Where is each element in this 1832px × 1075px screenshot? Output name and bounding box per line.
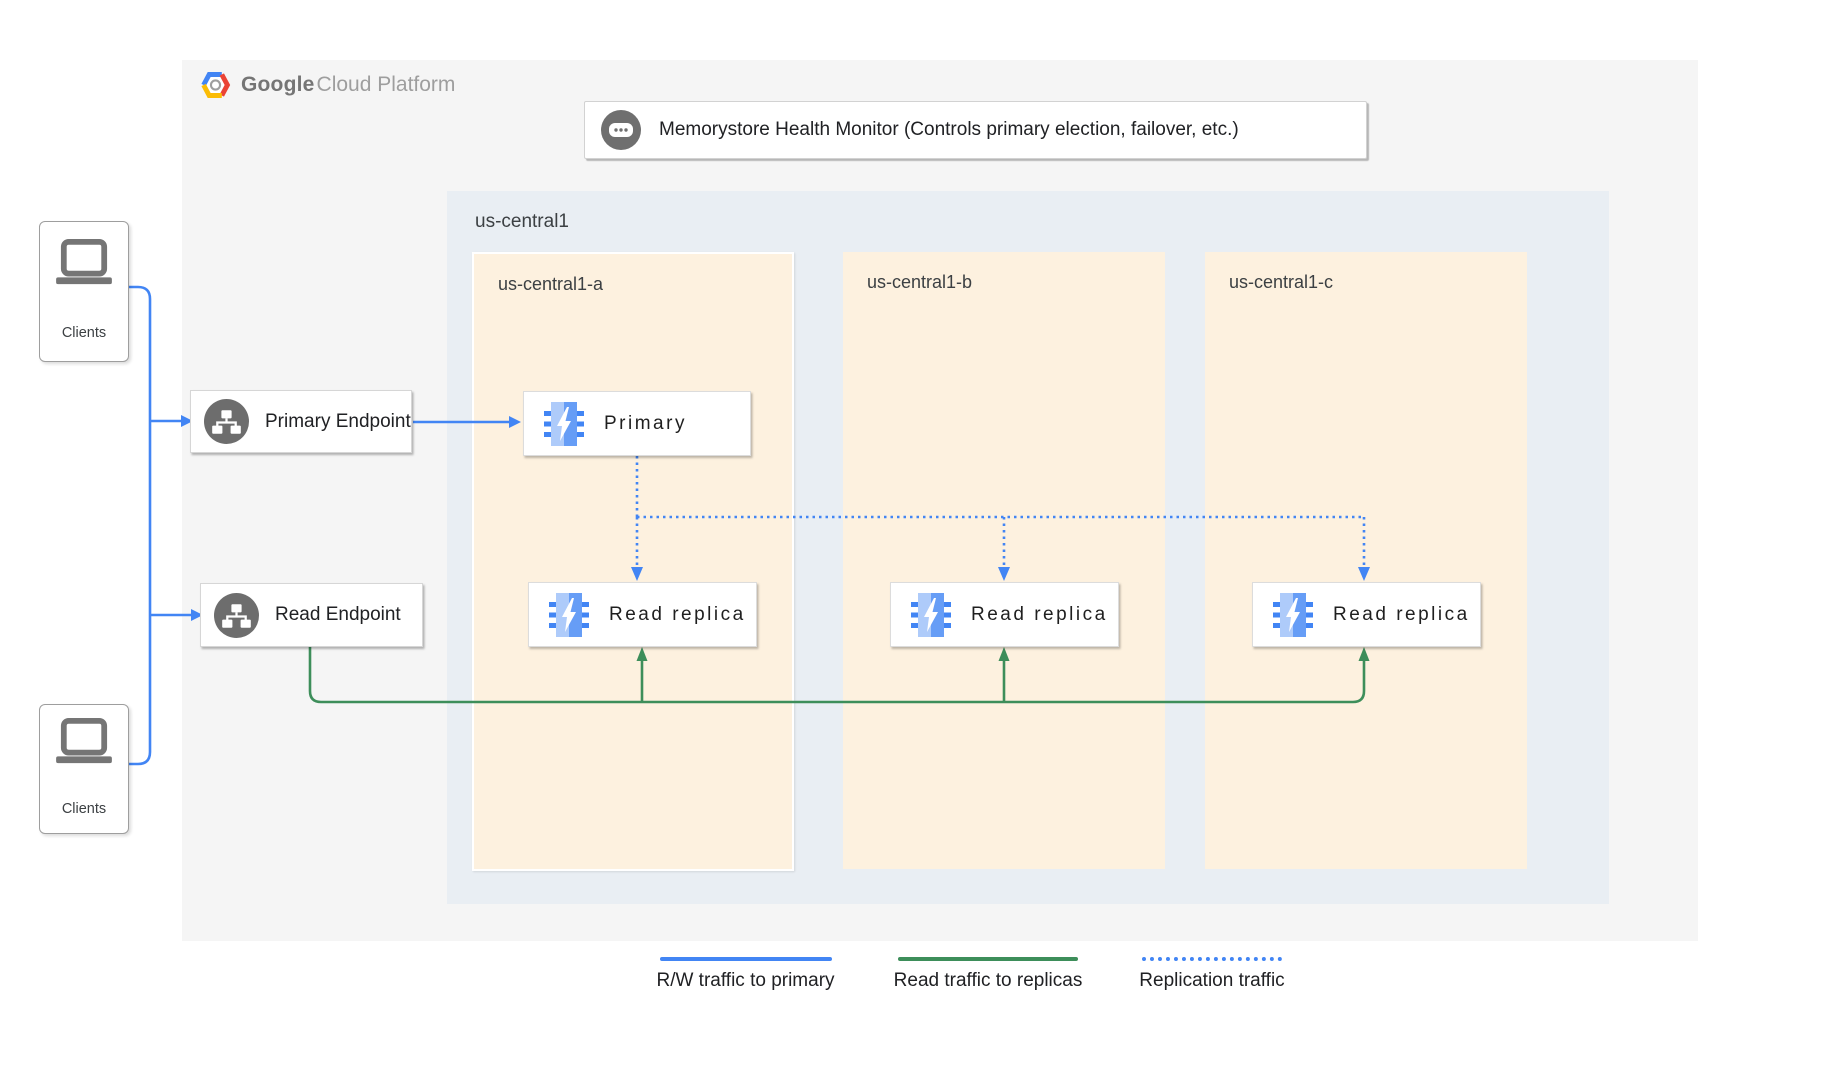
read-endpoint-label: Read Endpoint <box>275 604 401 625</box>
zone-b-label: us-central1-b <box>867 272 973 292</box>
primary-endpoint-box: Primary Endpoint <box>190 390 412 453</box>
read-endpoint-box: Read Endpoint <box>200 583 423 647</box>
node-replica-a-label: Read replica <box>609 603 746 625</box>
clients-box-bottom: Clients <box>39 704 129 834</box>
legend-read-traffic: Read traffic to replicas <box>888 957 1088 992</box>
clients-label: Clients <box>61 325 107 341</box>
node-read-replica-b: Read replica <box>890 582 1119 647</box>
legend-label: R/W traffic to primary <box>656 970 835 991</box>
zone-us-central1-a: us-central1-a <box>472 252 794 871</box>
laptop-icon <box>56 238 112 285</box>
zone-us-central1-c: us-central1-c <box>1205 252 1527 869</box>
network-endpoint-icon <box>204 399 249 444</box>
logo-brand-light: Cloud Platform <box>316 73 456 96</box>
node-primary: Primary <box>523 391 751 456</box>
legend-label: Replication traffic <box>1139 970 1285 991</box>
gcp-hexagon-icon <box>201 72 231 98</box>
legend-line-blue-solid <box>659 957 832 961</box>
logo-brand-bold: Google <box>241 73 315 96</box>
clients-label: Clients <box>61 801 107 817</box>
zone-a-label: us-central1-a <box>498 274 604 294</box>
node-read-replica-a: Read replica <box>528 582 757 647</box>
laptop-icon <box>56 717 112 764</box>
node-primary-label: Primary <box>604 412 687 434</box>
region-us-central1: us-central1 us-central1-a us-central1-b … <box>447 191 1609 904</box>
legend-replication-traffic: Replication traffic <box>1128 957 1296 992</box>
memorystore-icon <box>549 592 589 637</box>
health-monitor-label: Memorystore Health Monitor (Controls pri… <box>659 119 1239 140</box>
legend-rw-traffic: R/W traffic to primary <box>648 957 843 992</box>
legend-line-green-solid <box>898 957 1078 961</box>
zone-c-label: us-central1-c <box>1229 272 1334 292</box>
zone-us-central1-b: us-central1-b <box>843 252 1165 869</box>
health-monitor-box: Memorystore Health Monitor (Controls pri… <box>584 101 1367 159</box>
memorystore-icon <box>1273 592 1313 637</box>
memorystore-icon <box>544 401 584 446</box>
legend-label: Read traffic to replicas <box>893 970 1083 991</box>
gcp-logo: Google Cloud Platform <box>200 68 455 102</box>
clients-box-top: Clients <box>39 221 129 362</box>
region-label: us-central1 <box>475 211 569 232</box>
legend-line-blue-dotted <box>1142 957 1282 961</box>
node-replica-b-label: Read replica <box>971 603 1108 625</box>
chat-ellipsis-icon <box>601 110 641 150</box>
network-endpoint-icon <box>214 592 259 638</box>
primary-endpoint-label: Primary Endpoint <box>265 410 411 432</box>
memorystore-icon <box>911 592 951 637</box>
node-read-replica-c: Read replica <box>1252 582 1481 647</box>
node-replica-c-label: Read replica <box>1333 603 1470 625</box>
